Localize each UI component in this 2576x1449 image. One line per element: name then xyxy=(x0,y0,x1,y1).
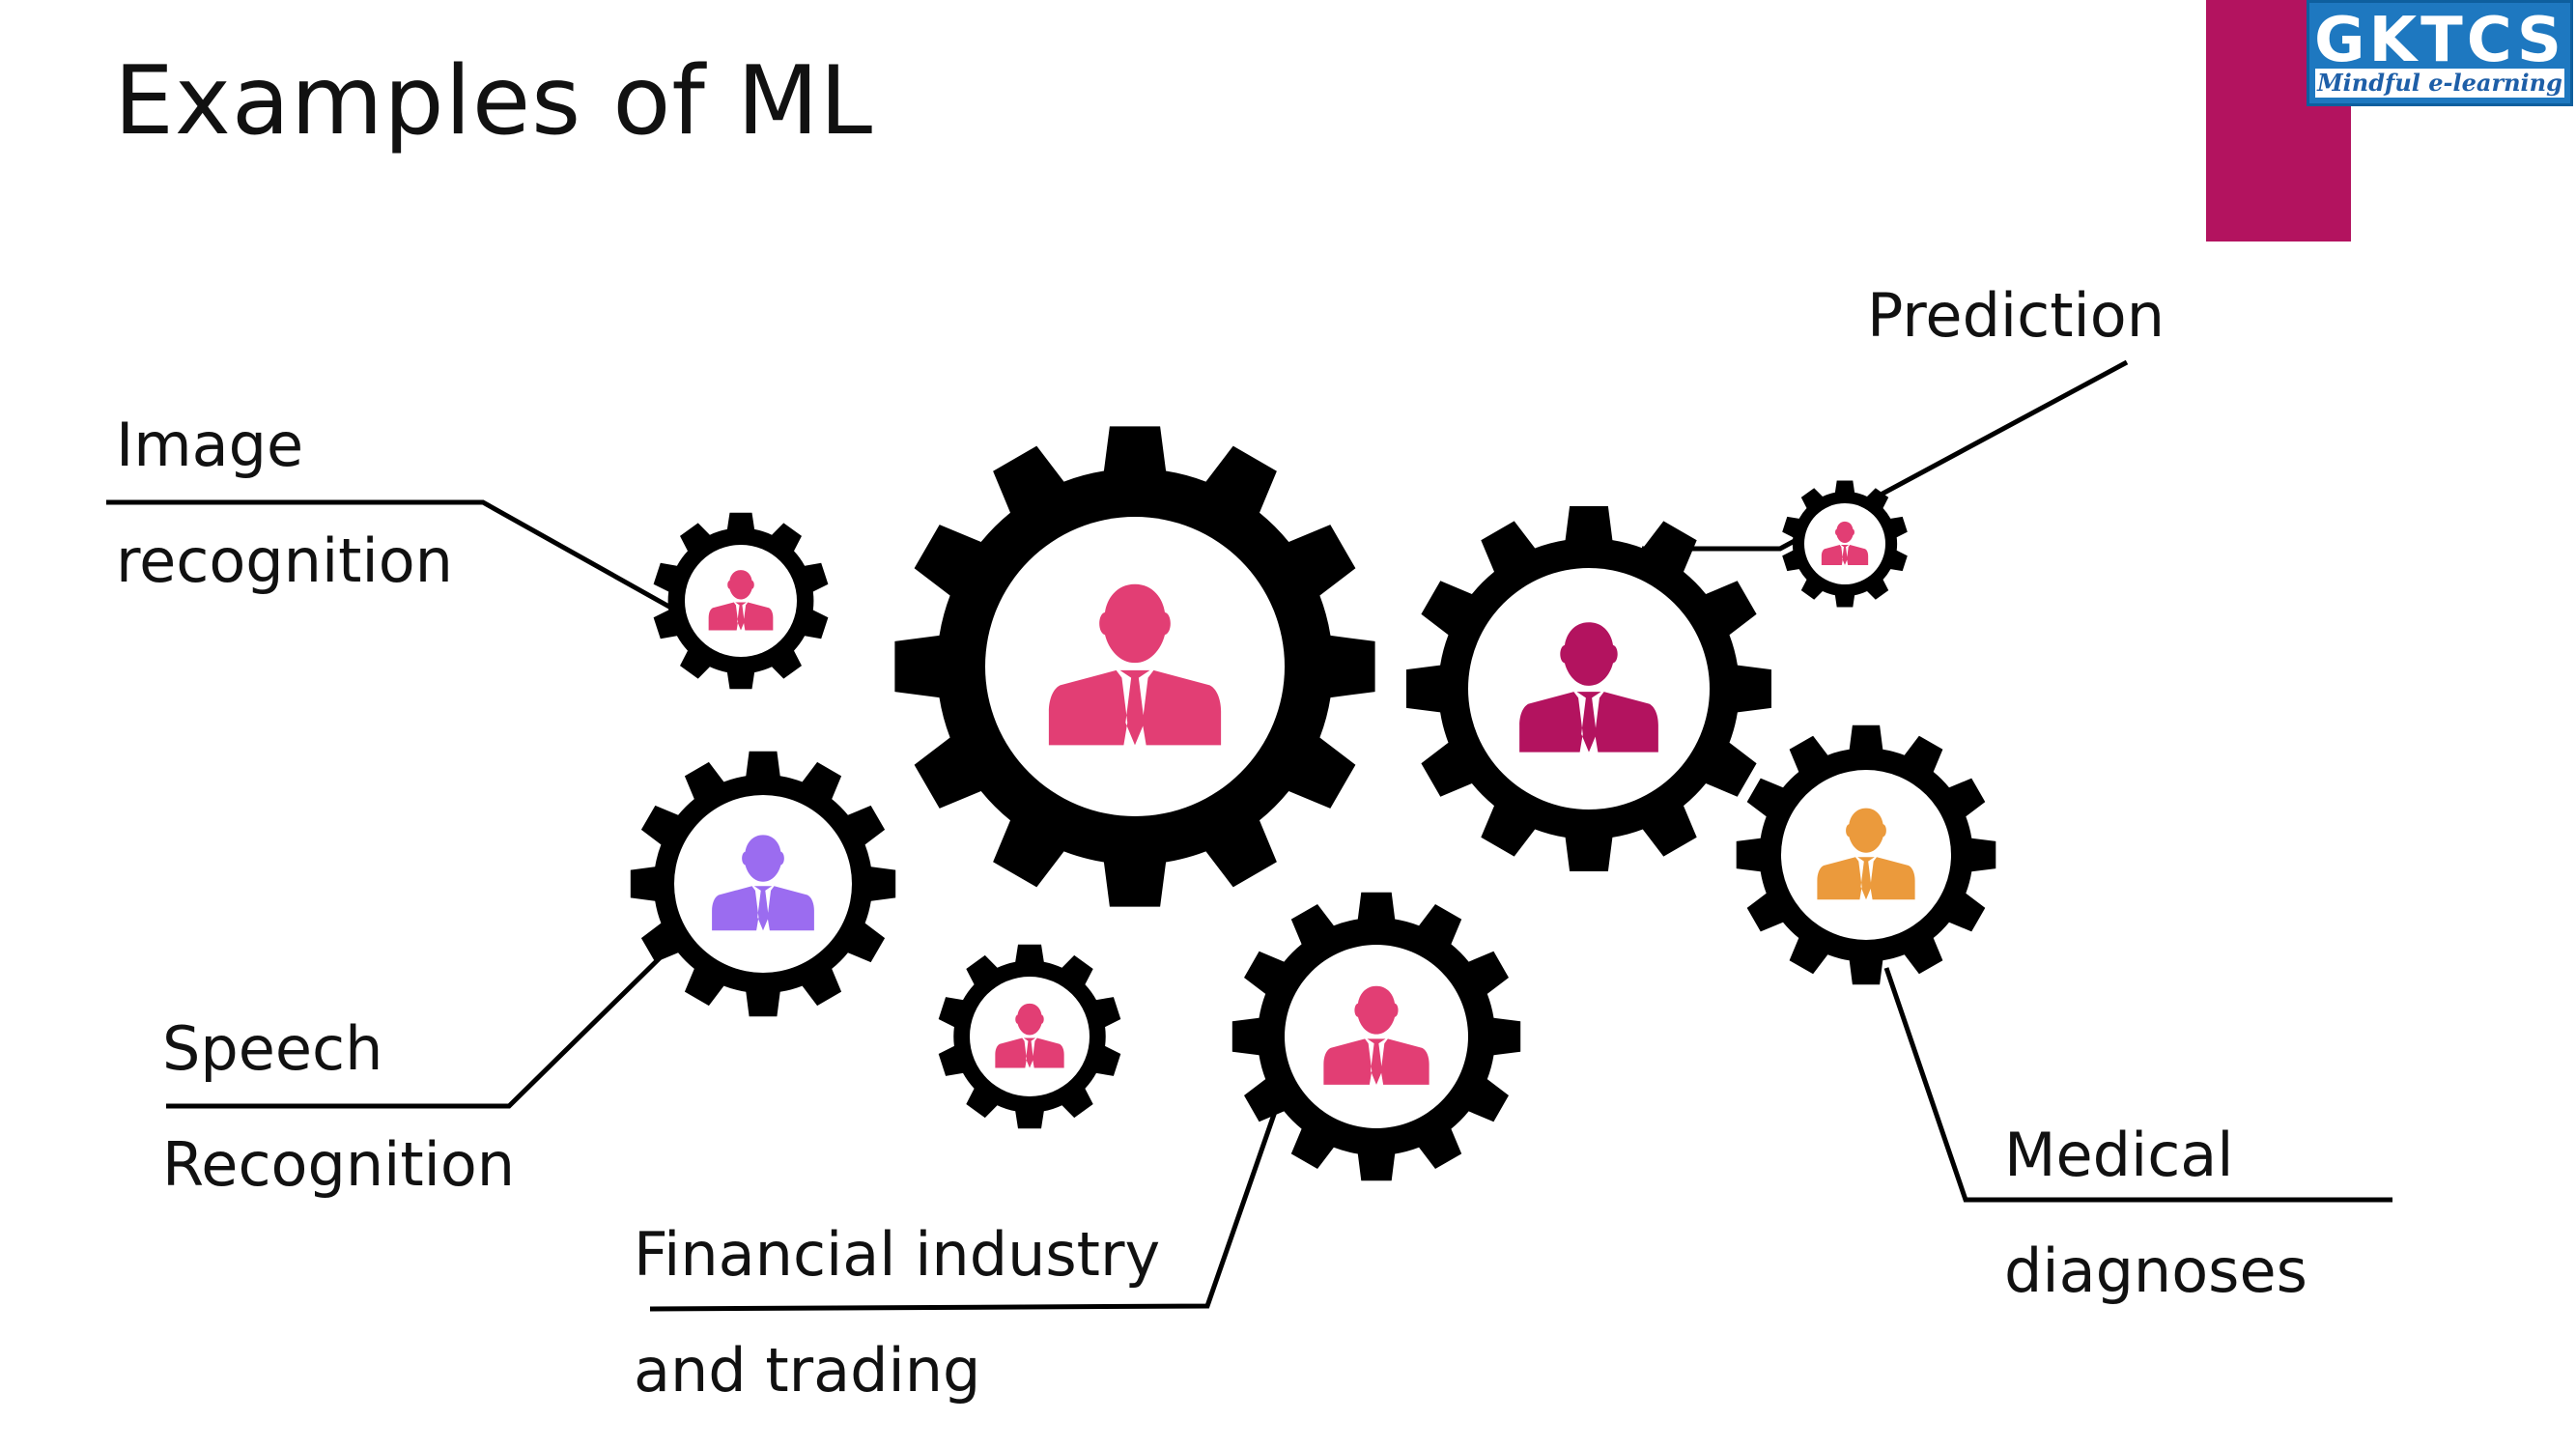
leader-line-image xyxy=(106,499,678,613)
gear-hub xyxy=(1285,945,1468,1128)
leader-lines xyxy=(106,359,2392,1312)
gear-prediction xyxy=(1406,506,1771,871)
gear-small-top xyxy=(1782,480,1908,608)
label-speech-line2: Recognition xyxy=(162,1129,516,1200)
gear-hub xyxy=(685,545,797,657)
label-image-line2: recognition xyxy=(116,526,453,596)
gear-image xyxy=(653,512,829,690)
gktcs-logo: GKTCS Mindful e-learning xyxy=(2307,0,2573,106)
gear-hub xyxy=(1468,568,1710,810)
gear-hub xyxy=(674,795,852,973)
label-medical-line2: diagnoses xyxy=(2004,1236,2307,1306)
leader-line-financial xyxy=(649,1105,1280,1312)
page-title: Examples of ML xyxy=(114,46,874,156)
leader-line-medical xyxy=(1883,967,2392,1203)
label-speech-line1: Speech xyxy=(162,1013,383,1084)
gear-hub xyxy=(985,517,1285,816)
label-prediction: Prediction xyxy=(1867,280,2166,351)
gear-financial xyxy=(1231,892,1521,1181)
gear-hub xyxy=(1781,770,1951,940)
label-medical-line1: Medical xyxy=(2004,1120,2234,1190)
gear-speech xyxy=(630,751,896,1017)
leader-line-speech xyxy=(166,940,678,1109)
label-image-line1: Image xyxy=(116,410,304,480)
logo-tagline: Mindful e-learning xyxy=(2315,69,2564,98)
label-financial-line2: and trading xyxy=(634,1335,981,1406)
gear-small-bottom xyxy=(938,944,1121,1129)
gear-center-large xyxy=(894,426,1375,907)
gear-medical xyxy=(1736,724,1996,985)
label-financial-line1: Financial industry xyxy=(634,1219,1161,1290)
gear-hub xyxy=(970,977,1090,1096)
logo-name: GKTCS xyxy=(2313,5,2566,76)
gear-hub xyxy=(1804,503,1885,584)
